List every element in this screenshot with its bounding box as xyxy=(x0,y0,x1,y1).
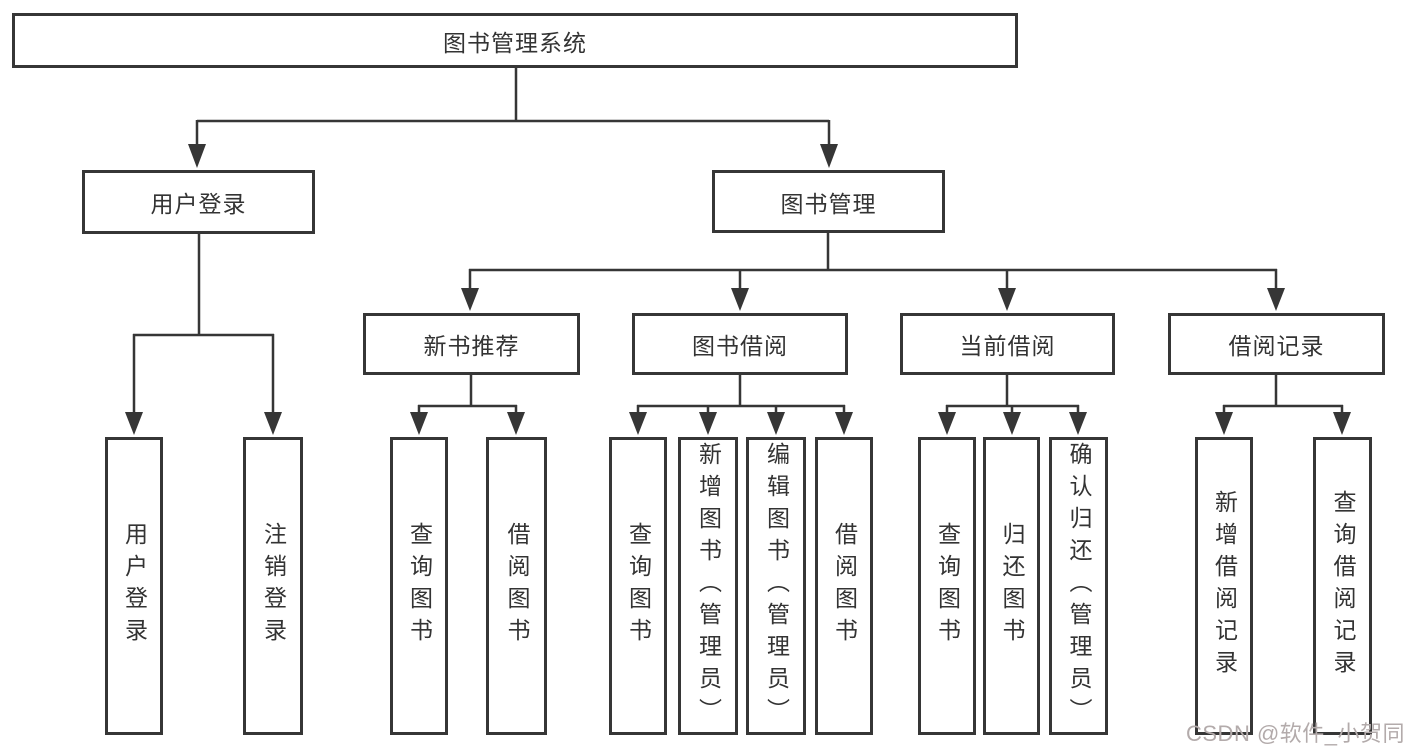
node-label: 查询借阅记录 xyxy=(1330,490,1356,682)
node-current-borrowing: 当前借阅 xyxy=(900,313,1115,375)
node-label: 查询图书 xyxy=(625,522,652,650)
node-user-login: 用户登录 xyxy=(82,170,315,234)
node-label: 新书推荐 xyxy=(423,333,520,359)
leaf-borrow-books: 借阅图书 xyxy=(486,437,547,735)
leaf-add-books-admin: 新增图书（管理员） xyxy=(678,437,738,735)
leaf-return-books: 归还图书 xyxy=(983,437,1040,735)
node-label: 注销登录 xyxy=(260,522,287,650)
node-label: 借阅图书 xyxy=(831,522,858,650)
node-book-borrowing: 图书借阅 xyxy=(632,313,848,375)
node-label: 确认归还（管理员） xyxy=(1066,442,1092,730)
node-label: 用户登录 xyxy=(150,191,247,217)
node-borrowing-records: 借阅记录 xyxy=(1168,313,1385,375)
leaf-query-borrow-record: 查询借阅记录 xyxy=(1313,437,1372,735)
leaf-logout: 注销登录 xyxy=(243,437,303,735)
leaf-query-books: 查询图书 xyxy=(609,437,667,735)
node-label: 查询图书 xyxy=(934,522,961,650)
node-label: 新增借阅记录 xyxy=(1211,490,1238,682)
leaf-query-books: 查询图书 xyxy=(918,437,976,735)
node-label: 当前借阅 xyxy=(959,333,1056,359)
leaf-edit-books-admin: 编辑图书（管理员） xyxy=(746,437,806,735)
node-label: 新增图书（管理员） xyxy=(695,442,722,730)
node-label: 用户登录 xyxy=(121,522,148,650)
node-label: 图书借阅 xyxy=(692,333,788,359)
leaf-add-borrow-record: 新增借阅记录 xyxy=(1195,437,1253,735)
node-label: 借阅图书 xyxy=(504,522,530,650)
leaf-user-login: 用户登录 xyxy=(105,437,163,735)
node-new-book-recommendation: 新书推荐 xyxy=(363,313,580,375)
leaf-query-books: 查询图书 xyxy=(390,437,448,735)
node-label: 图书管理 xyxy=(780,190,877,217)
leaf-borrow-books: 借阅图书 xyxy=(815,437,873,735)
csdn-watermark: CSDN @软件_小贺同学 xyxy=(1186,721,1405,746)
leaf-confirm-return-admin: 确认归还（管理员） xyxy=(1049,437,1108,735)
node-label: 编辑图书（管理员） xyxy=(763,442,790,730)
node-book-management: 图书管理 xyxy=(712,170,945,233)
node-label: 图书管理系统 xyxy=(443,29,587,56)
node-label: 归还图书 xyxy=(999,522,1025,650)
node-label: 查询图书 xyxy=(406,522,433,650)
node-label: 借阅记录 xyxy=(1228,333,1325,359)
node-library-management-system: 图书管理系统 xyxy=(12,13,1018,68)
